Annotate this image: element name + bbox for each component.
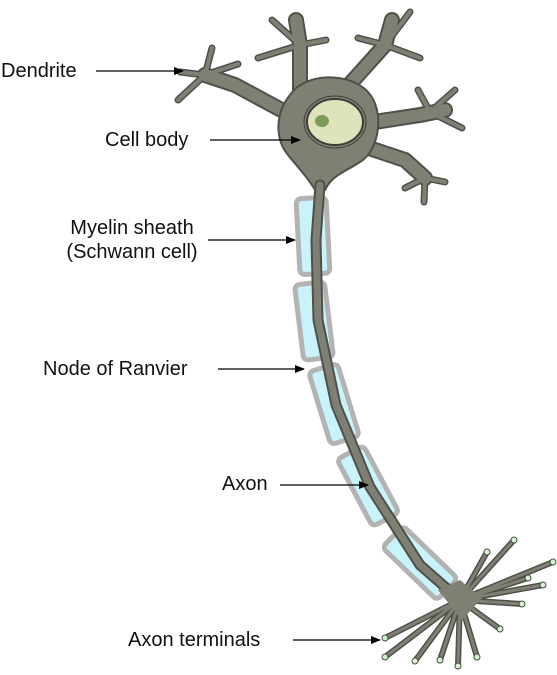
nucleus [303,95,367,149]
myelin-sheath-label: Myelin sheath (Schwann cell) [52,216,212,264]
myelin-sheath-label-line2: (Schwann cell) [66,241,198,263]
myelin-sheath-label-line1: Myelin sheath [70,217,194,239]
terminal-knob [496,625,504,633]
terminal-knob [411,657,419,665]
terminal-knob [510,536,518,544]
terminal-knob [381,634,389,642]
terminal-knob [454,662,462,670]
terminal-knob [436,656,444,664]
terminal-knob [518,600,526,608]
terminal-knob [549,558,557,566]
terminal-knob [473,653,481,661]
terminal-knob [381,653,389,661]
node-of-ranvier-label: Node of Ranvier [43,358,188,380]
terminal-knob [524,574,532,582]
axon-terminals [381,536,557,670]
cell-body-label: Cell body [105,129,189,151]
axon-label: Axon [222,473,268,495]
nucleolus [315,115,329,127]
axon [310,179,466,606]
terminal-knob [539,581,547,589]
label-arrows [96,67,381,644]
terminal-knob [483,548,491,556]
dendrite-label: Dendrite [1,60,77,82]
axon-terminals-label: Axon terminals [128,629,261,651]
